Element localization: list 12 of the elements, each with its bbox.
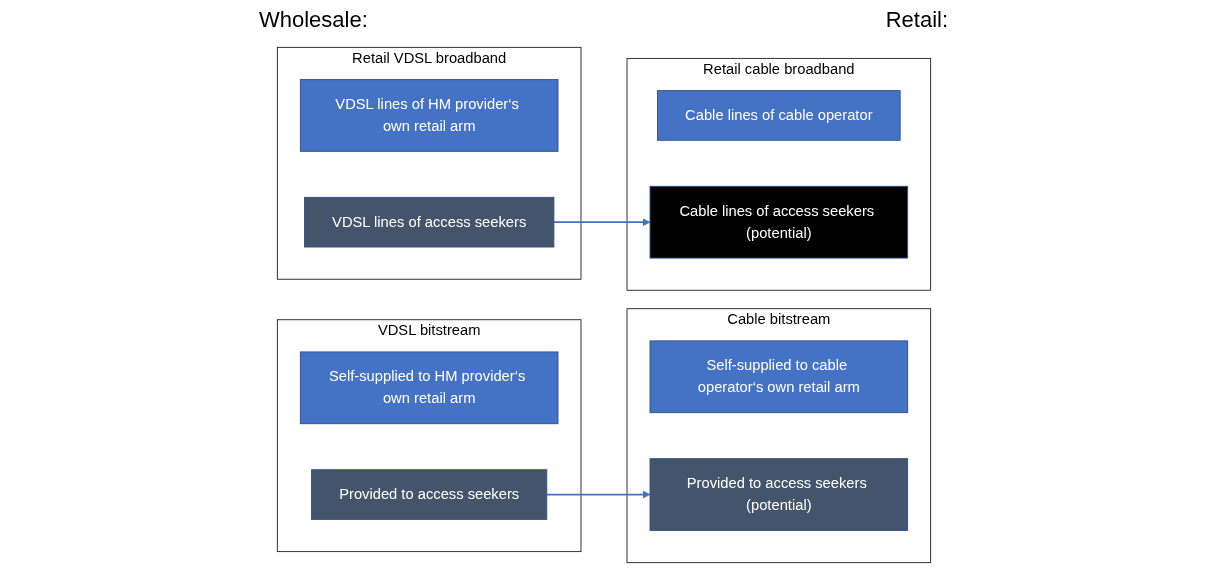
section-heading: Retail: (885, 7, 949, 33)
section-heading: Wholesale: (258, 7, 368, 33)
node-box: Provided to access seekers (310, 469, 547, 520)
node-box: Self-supplied to HM provider‘s own retail arm (299, 351, 558, 425)
node-box: Provided to access seekers (potential) (649, 458, 908, 531)
arrow (545, 490, 650, 499)
node-box: Cable lines of cable operator (656, 90, 901, 141)
node-box: Cable lines of access seekers (potential) (649, 185, 908, 259)
node-box: Self-supplied to cable operator‘s own retail arm (649, 340, 908, 414)
arrow (552, 218, 650, 227)
node-box: VDSL lines of HM provider‘s own retail arm (299, 79, 558, 152)
node-box: VDSL lines of access seekers (303, 196, 554, 248)
